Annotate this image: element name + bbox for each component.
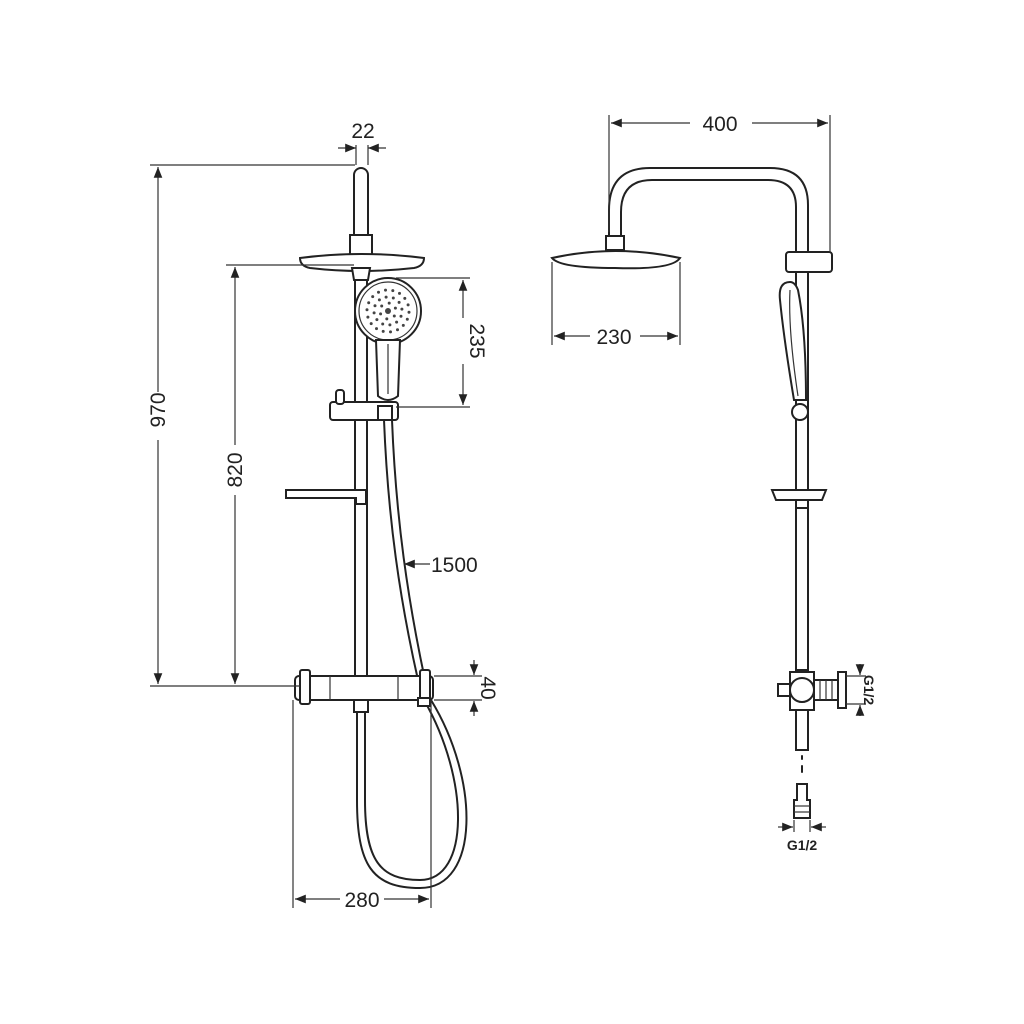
dim-mixer-height: 40: [434, 660, 499, 716]
spray-nozzle: [380, 304, 384, 308]
front-view: 22 970 820 235: [147, 120, 499, 912]
spray-nozzle: [397, 300, 401, 304]
spray-nozzle: [407, 310, 411, 314]
spray-nozzle: [400, 307, 404, 311]
dim-pipe-diameter: 22: [338, 120, 386, 165]
svg-text:235: 235: [465, 323, 488, 358]
shower-hose: [383, 419, 419, 681]
spray-nozzle: [398, 291, 401, 295]
svg-text:970: 970: [147, 392, 170, 427]
main-rail: [354, 279, 368, 681]
spray-nozzle: [377, 298, 381, 302]
rail-clamp: [785, 251, 833, 273]
spray-nozzle: [371, 295, 375, 299]
dim-thread-bottom: G1/2: [778, 820, 826, 853]
spray-nozzle: [391, 289, 395, 293]
spray-nozzle: [372, 311, 376, 315]
spray-nozzle: [389, 330, 392, 334]
dim-hand-shower-length: 235: [396, 277, 488, 408]
spray-nozzle: [391, 296, 395, 300]
hand-shower-side: [778, 280, 808, 401]
spray-nozzle: [401, 323, 405, 327]
svg-text:400: 400: [702, 113, 737, 136]
spray-nozzle: [406, 303, 410, 307]
side-view: 400 230 G1/2 G1/2: [550, 113, 877, 853]
spray-nozzle: [369, 322, 373, 326]
svg-text:230: 230: [596, 326, 631, 349]
spray-nozzle: [384, 288, 387, 292]
thermostatic-mixer: [294, 675, 434, 701]
spray-nozzle: [396, 328, 399, 332]
dim-hose-length: 1500: [404, 554, 478, 577]
spray-nozzle: [375, 318, 379, 322]
svg-text:40: 40: [476, 676, 499, 699]
dim-thread-side: G1/2: [846, 664, 877, 716]
spray-nozzle: [373, 304, 377, 308]
dim-mixer-spacing: 280: [292, 700, 432, 912]
svg-text:280: 280: [344, 889, 379, 912]
spray-nozzle: [377, 290, 380, 294]
spray-nozzle: [395, 320, 399, 324]
dim-rail-height: 820: [224, 264, 354, 684]
spray-nozzle: [375, 327, 378, 331]
spray-nozzle: [366, 315, 370, 319]
dim-head-diameter: 230: [551, 262, 681, 349]
spray-nozzle: [392, 314, 396, 318]
overhead-shower-head-side: [550, 250, 682, 270]
spray-nozzle: [387, 301, 391, 305]
spray-nozzle: [381, 329, 385, 333]
bottom-connector: [793, 783, 811, 819]
head-connector: [349, 234, 373, 256]
spray-nozzle: [403, 296, 407, 300]
spray-nozzle: [388, 323, 392, 327]
spray-nozzle: [385, 308, 391, 314]
spray-nozzle: [393, 306, 397, 310]
spray-nozzle: [384, 295, 388, 299]
soap-shelf: [285, 489, 367, 505]
dim-total-height: 970: [147, 164, 355, 687]
spray-nozzle: [405, 317, 409, 321]
shower-arm: [608, 167, 809, 253]
spray-nozzles: [365, 288, 411, 334]
svg-text:22: 22: [351, 120, 374, 143]
svg-text:G1/2: G1/2: [861, 675, 877, 706]
spray-nozzle: [381, 322, 385, 326]
spray-nozzle: [399, 314, 403, 318]
spray-nozzle: [379, 312, 383, 316]
spray-nozzle: [385, 317, 389, 321]
svg-text:820: 820: [224, 452, 247, 487]
dim-arm-reach: 400: [608, 113, 831, 252]
spray-nozzle: [367, 301, 371, 305]
overhead-shower-head: [298, 253, 426, 272]
spray-nozzle: [365, 308, 369, 312]
svg-text:G1/2: G1/2: [787, 837, 818, 853]
svg-text:1500: 1500: [431, 554, 478, 577]
